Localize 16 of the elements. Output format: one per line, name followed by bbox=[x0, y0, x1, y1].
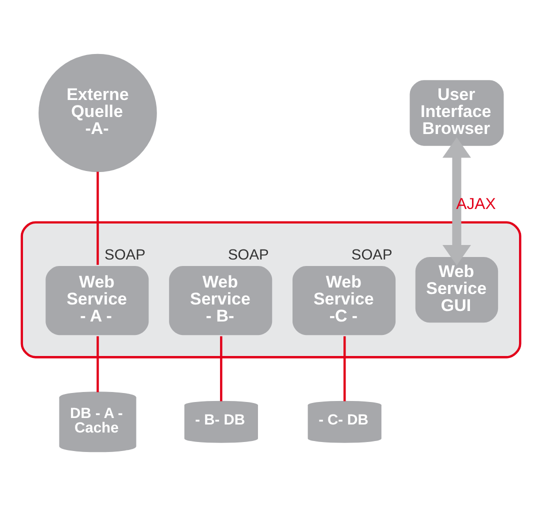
cluster bbox=[20, 220, 522, 358]
node-circle: Externe Quelle -A- bbox=[38, 53, 157, 172]
connector bbox=[220, 336, 222, 401]
arrow bbox=[442, 136, 471, 265]
connector bbox=[343, 336, 346, 401]
node-box: Web Service GUI bbox=[415, 256, 498, 322]
node-label: SOAP bbox=[104, 247, 146, 264]
node-box: Web Service - B- bbox=[169, 266, 272, 335]
connector bbox=[96, 336, 99, 392]
node-box: Web Service -C - bbox=[292, 266, 396, 335]
node-label: SOAP bbox=[228, 247, 269, 264]
connector bbox=[96, 171, 99, 264]
node-box: User Interface Browser bbox=[410, 80, 504, 146]
edge-label: AJAX bbox=[456, 196, 496, 213]
node-box: Web Service - A - bbox=[46, 266, 149, 335]
node-label: SOAP bbox=[351, 247, 392, 264]
